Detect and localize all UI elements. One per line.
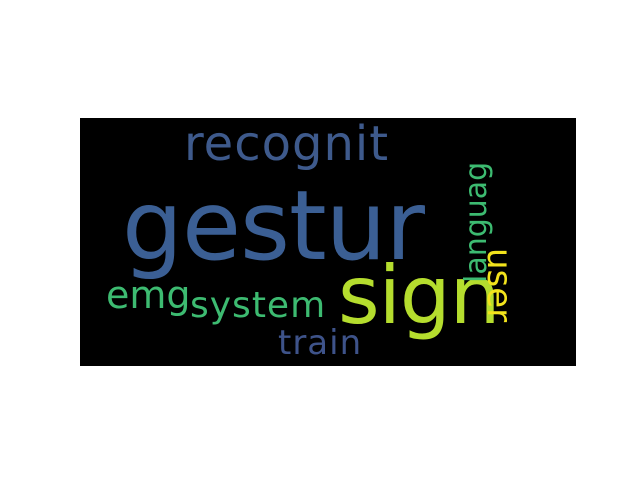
word-recognit: recognit xyxy=(184,118,390,172)
word-user: user xyxy=(479,248,519,323)
word-sign: sign xyxy=(338,249,500,342)
word-system: system xyxy=(190,285,327,326)
word-cloud: recognit gestur emg system train sign la… xyxy=(80,118,576,366)
word-gestur: gestur xyxy=(122,170,425,282)
word-train: train xyxy=(278,323,363,363)
word-emg: emg xyxy=(106,273,191,317)
